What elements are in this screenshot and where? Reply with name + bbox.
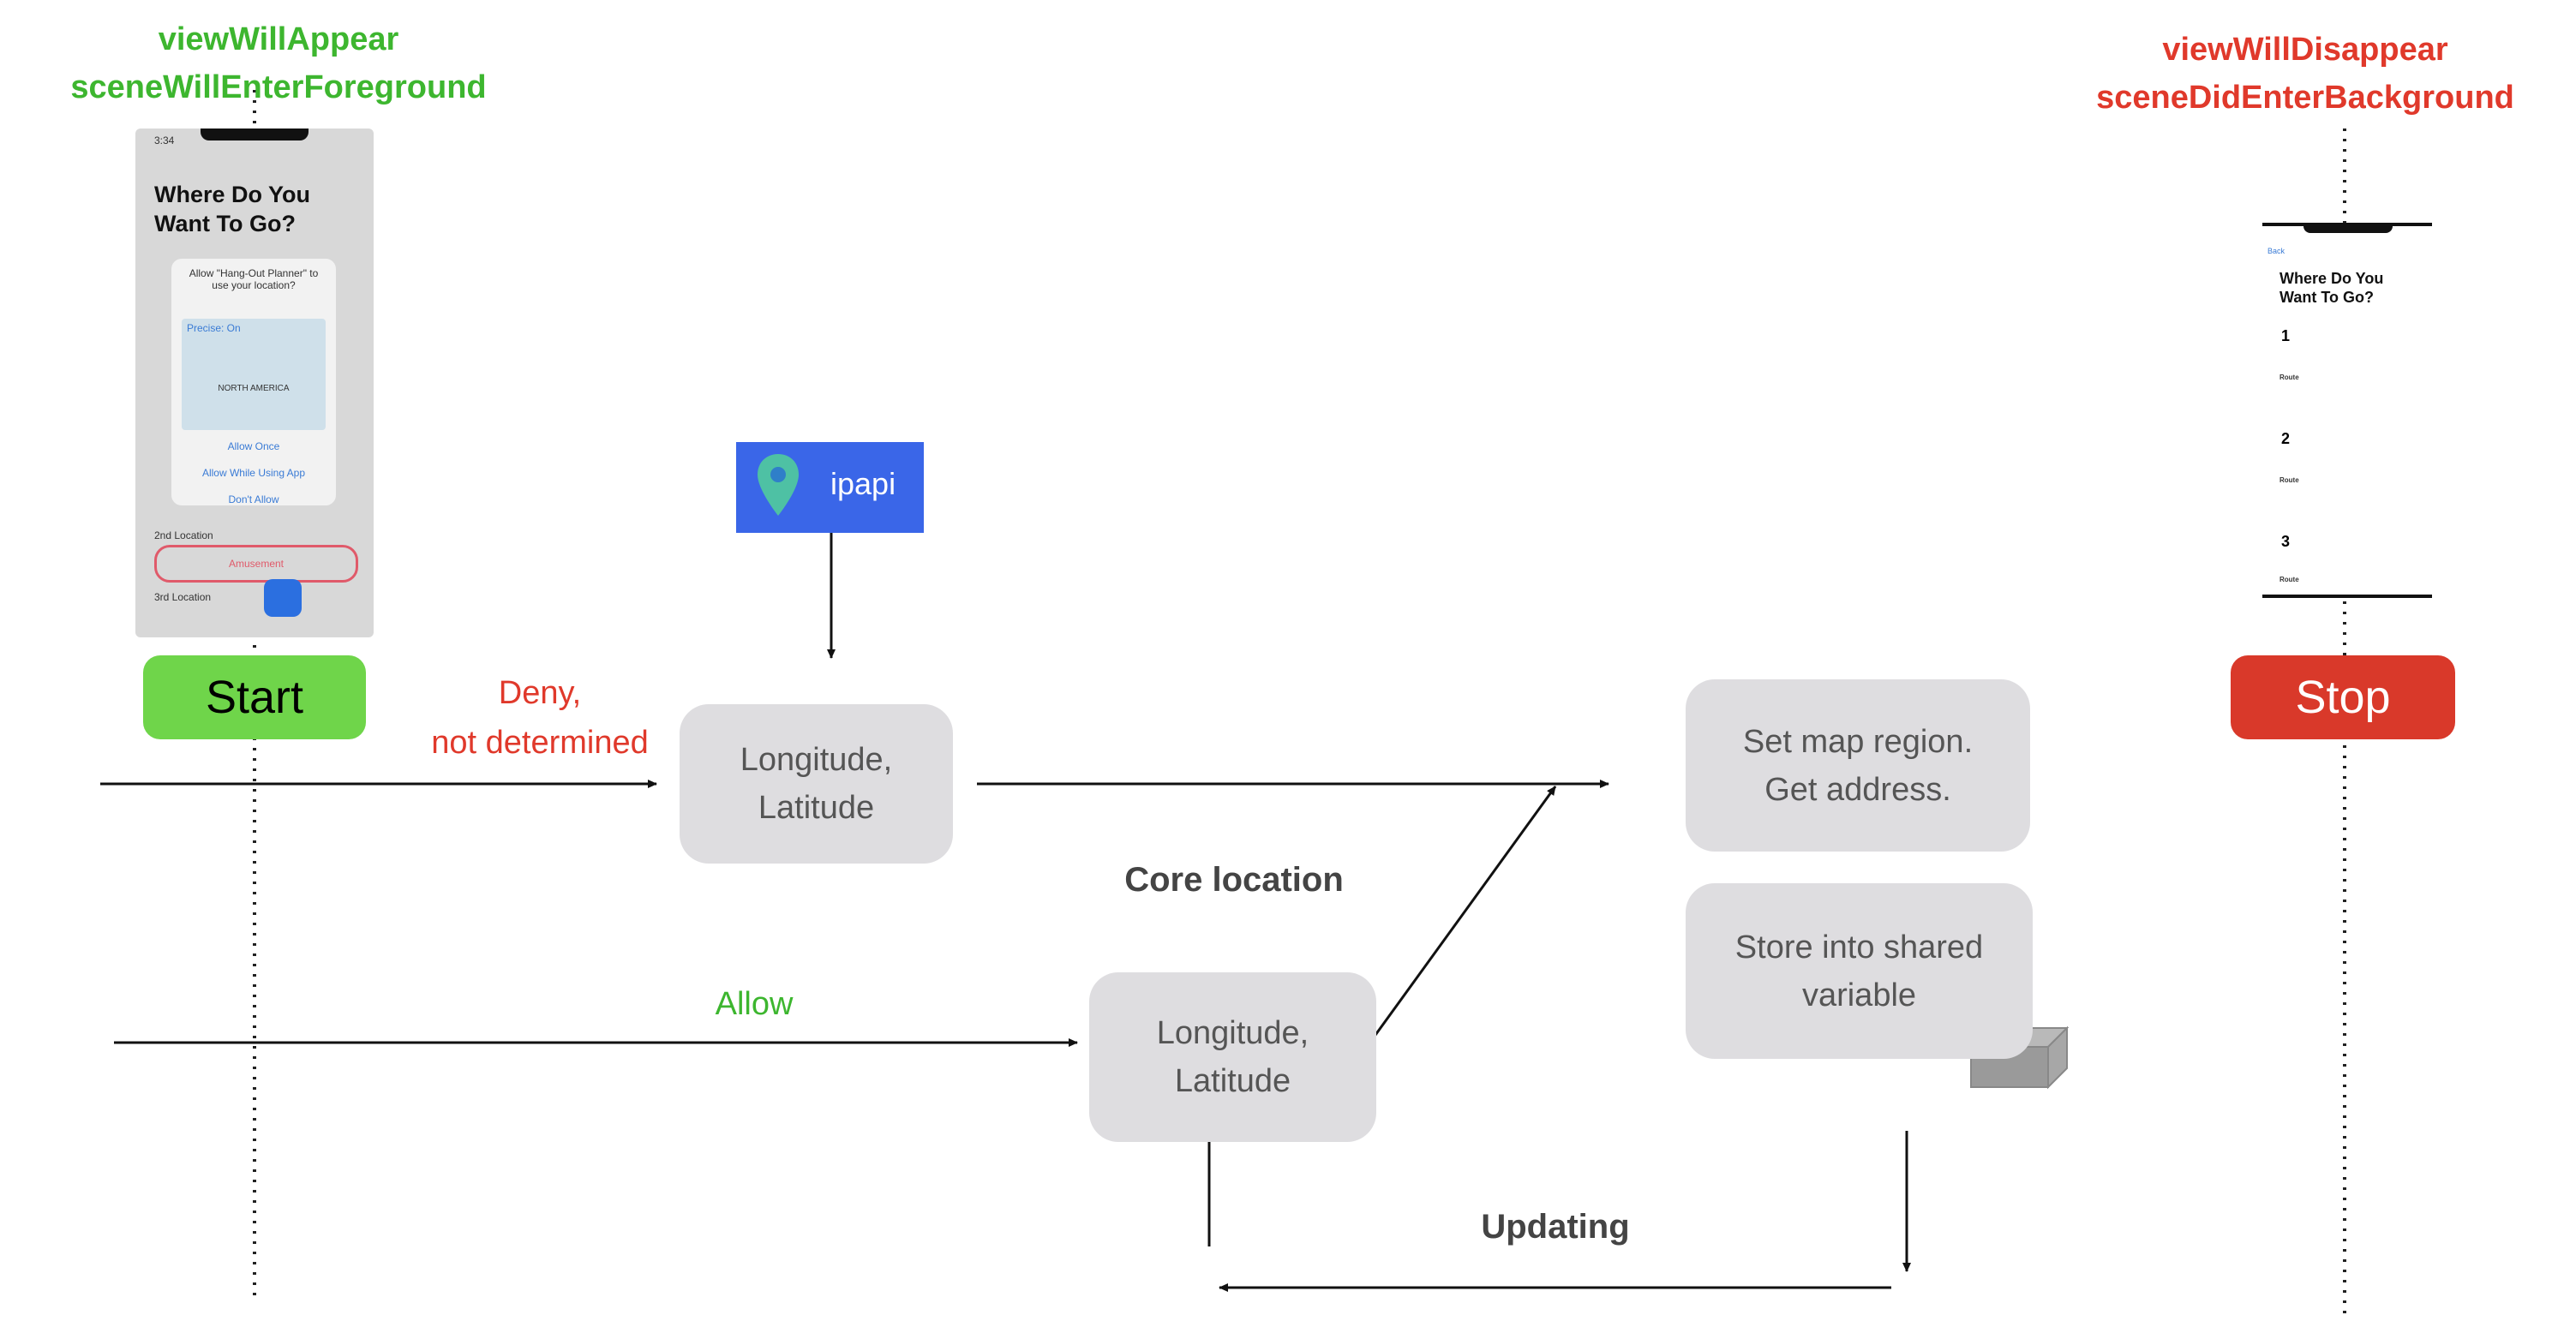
precise-toggle[interactable]: Precise: On xyxy=(187,322,241,334)
rank-1: 1 xyxy=(2281,327,2291,344)
coordinate-box-ipapi-line2: Latitude xyxy=(758,790,875,826)
coordinate-box-core-location: Longitude, Latitude xyxy=(1089,972,1376,1142)
coordinate-box-core-line2: Latitude xyxy=(1174,1063,1291,1099)
store-line1: Store into shared xyxy=(1734,929,1984,965)
phone-title-right: Where Do You Want To Go? xyxy=(2279,270,2384,306)
allow-once-option[interactable]: Allow Once xyxy=(227,440,280,452)
phone-notch-right xyxy=(2303,223,2393,233)
view-will-appear-label: viewWillAppear xyxy=(158,21,399,57)
route-label-3: Route xyxy=(2279,576,2299,583)
deny-label: Deny, not determined xyxy=(431,675,649,761)
stop-node: Stop xyxy=(2231,655,2455,739)
back-link[interactable]: Back xyxy=(2267,247,2285,255)
coordinate-box-ipapi: Longitude, Latitude xyxy=(680,704,953,864)
start-node: Start xyxy=(143,655,366,739)
location-permission-alert: Allow "Hang-Out Planner" to use your loc… xyxy=(171,259,336,505)
scene-will-enter-foreground-label: sceneWillEnterForeground xyxy=(70,69,487,105)
stop-lifecycle-label: viewWillDisappear sceneDidEnterBackgroun… xyxy=(2040,26,2571,122)
route-label-1: Route xyxy=(2279,374,2299,381)
coordinate-box-ipapi-line1: Longitude, xyxy=(740,742,893,778)
map-region-line1: Set map region. xyxy=(1742,723,1974,760)
alert-map: Precise: On NORTH AMERICA xyxy=(182,319,326,430)
store-line2: variable xyxy=(1801,977,1917,1013)
dont-allow-option[interactable]: Don't Allow xyxy=(228,493,279,505)
second-location-label: 2nd Location xyxy=(154,529,213,541)
store-shared-variable-box: Store into shared variable xyxy=(1686,883,2033,1059)
route-label-2: Route xyxy=(2279,476,2299,484)
phone-title: Where Do You Want To Go? xyxy=(154,182,311,236)
map-region-label: NORTH AMERICA xyxy=(218,384,290,393)
phone-screenshot-start: 3:34 Where Do You Want To Go? Allow "Han… xyxy=(135,129,374,637)
coordinate-box-core-line1: Longitude, xyxy=(1156,1015,1309,1051)
phone-screenshot-stop: Back Where Do You Want To Go? 1 Route 2 … xyxy=(2262,223,2432,598)
map-pin-icon xyxy=(758,454,799,516)
core-location-label: Core location xyxy=(1124,861,1344,899)
status-time: 3:34 xyxy=(154,134,175,146)
map-region-box: Set map region. Get address. xyxy=(1686,679,2030,852)
view-will-disappear-label: viewWillDisappear xyxy=(2162,32,2448,68)
link-button[interactable] xyxy=(264,579,302,617)
scene-did-enter-background-label: sceneDidEnterBackground xyxy=(2096,80,2514,116)
ipapi-node: ipapi xyxy=(736,442,924,533)
amusement-chip[interactable]: Amusement xyxy=(154,545,358,583)
allow-while-using-option[interactable]: Allow While Using App xyxy=(201,467,306,479)
third-location-label: 3rd Location xyxy=(154,591,212,603)
allow-label: Allow xyxy=(715,986,794,1022)
rank-2: 2 xyxy=(2281,430,2291,447)
bottom-coord-arrow xyxy=(1369,786,1557,1042)
ipapi-label: ipapi xyxy=(830,466,896,501)
updating-label: Updating xyxy=(1481,1208,1630,1246)
phone-notch xyxy=(201,129,309,140)
rank-3: 3 xyxy=(2281,533,2291,550)
map-region-line2: Get address. xyxy=(1764,771,1951,808)
alert-text: Allow "Hang-Out Planner" to use your loc… xyxy=(189,267,319,291)
start-lifecycle-label: viewWillAppear sceneWillEnterForeground xyxy=(17,15,540,111)
